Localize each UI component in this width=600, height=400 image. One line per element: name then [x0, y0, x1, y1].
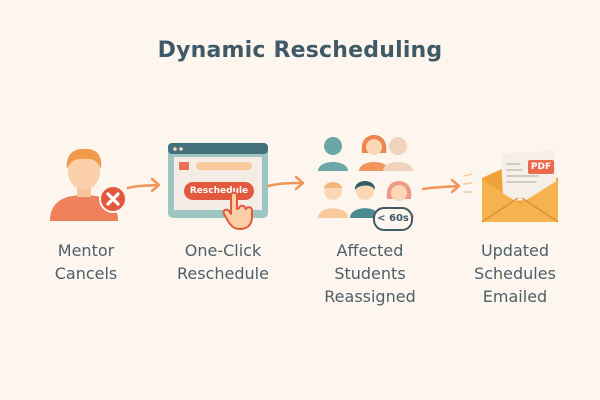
label-line: One-Click: [184, 241, 262, 260]
step-label-mentor: Mentor Cancels: [40, 239, 132, 285]
label-line: Schedules: [474, 264, 556, 283]
label-line: Cancels: [54, 264, 118, 283]
time-badge: < 60s: [373, 207, 413, 231]
mentor-cancel-icon: [46, 143, 136, 223]
pdf-attachment-badge: PDF: [528, 160, 554, 174]
step-label-reschedule: One-Click Reschedule: [168, 239, 278, 285]
browser-window-icon: Reschedule: [168, 143, 268, 230]
label-line: Affected: [336, 241, 404, 260]
diagram-title: Dynamic Rescheduling: [157, 38, 443, 63]
hand-pointer-icon: [222, 191, 253, 230]
label-line: Mentor: [57, 241, 115, 260]
step-label-email: Updated Schedules Emailed: [460, 239, 570, 308]
label-line: Reschedule: [177, 264, 269, 283]
arrow-1-icon: [126, 176, 162, 196]
label-line: Reassigned: [324, 287, 416, 306]
student-group-icon: [314, 133, 424, 233]
label-line: Students: [334, 264, 406, 283]
arrow-3-icon: [421, 178, 463, 196]
label-line: Updated: [480, 241, 550, 260]
arrow-2-icon: [266, 174, 308, 194]
label-line: Emailed: [482, 287, 548, 306]
envelope-pdf-icon: PDF: [462, 150, 567, 225]
step-label-students: Affected Students Reassigned: [312, 239, 428, 308]
